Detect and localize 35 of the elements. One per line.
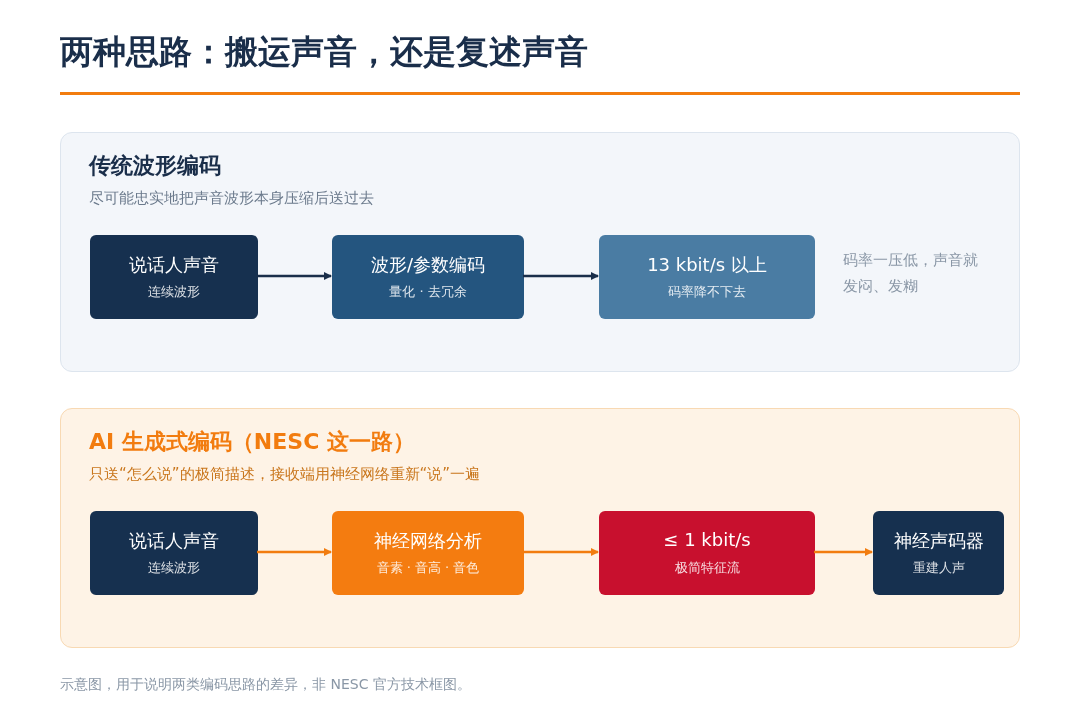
section-heading: 传统波形编码 bbox=[89, 152, 221, 180]
arrow bbox=[523, 548, 599, 556]
box-subtitle: 量化 · 去冗余 bbox=[388, 283, 468, 301]
section-panel bbox=[60, 408, 1020, 648]
box-title: ≤ 1 kbit/s bbox=[662, 529, 752, 550]
box-title: 说话人声音 bbox=[128, 529, 220, 553]
section-heading: AI 生成式编码（NESC 这一路） bbox=[89, 428, 415, 456]
process-box bbox=[332, 511, 524, 595]
box-title: 波形/参数编码 bbox=[369, 253, 487, 277]
box-subtitle: 连续波形 bbox=[147, 559, 201, 577]
box-subtitle: 重建人声 bbox=[911, 559, 966, 577]
process-box bbox=[332, 235, 524, 319]
process-box bbox=[599, 511, 815, 595]
section-subtitle: 尽可能忠实地把声音波形本身压缩后送过去 bbox=[89, 189, 374, 208]
process-box bbox=[599, 235, 815, 319]
section-subtitle: 只送“怎么说”的极简描述，接收端用神经网络重新“说”一遍 bbox=[89, 465, 481, 484]
box-subtitle: 连续波形 bbox=[147, 283, 201, 301]
arrow bbox=[257, 272, 332, 280]
arrow bbox=[257, 548, 332, 556]
box-title: 13 kbit/s 以上 bbox=[646, 253, 768, 277]
box-subtitle: 极简特征流 bbox=[673, 559, 741, 577]
process-box bbox=[90, 235, 258, 319]
box-subtitle: 码率降不下去 bbox=[667, 283, 747, 301]
process-box bbox=[90, 511, 258, 595]
side-note: 码率一压低，声音就发闷、发糊 bbox=[843, 250, 979, 297]
caption: 示意图，用于说明两类编码思路的差异，非 NESC 官方技术框图。 bbox=[60, 676, 471, 694]
arrow bbox=[814, 548, 873, 556]
box-subtitle: 音素 · 音高 · 音色 bbox=[375, 559, 481, 577]
box-title: 神经声码器 bbox=[892, 529, 985, 553]
box-title: 说话人声音 bbox=[128, 253, 220, 277]
process-box bbox=[873, 511, 1004, 595]
page-title: 两种思路：搬运声音，还是复述声音 bbox=[60, 31, 588, 73]
arrow bbox=[523, 272, 599, 280]
section-panel bbox=[60, 132, 1020, 372]
box-title: 神经网络分析 bbox=[373, 529, 483, 553]
